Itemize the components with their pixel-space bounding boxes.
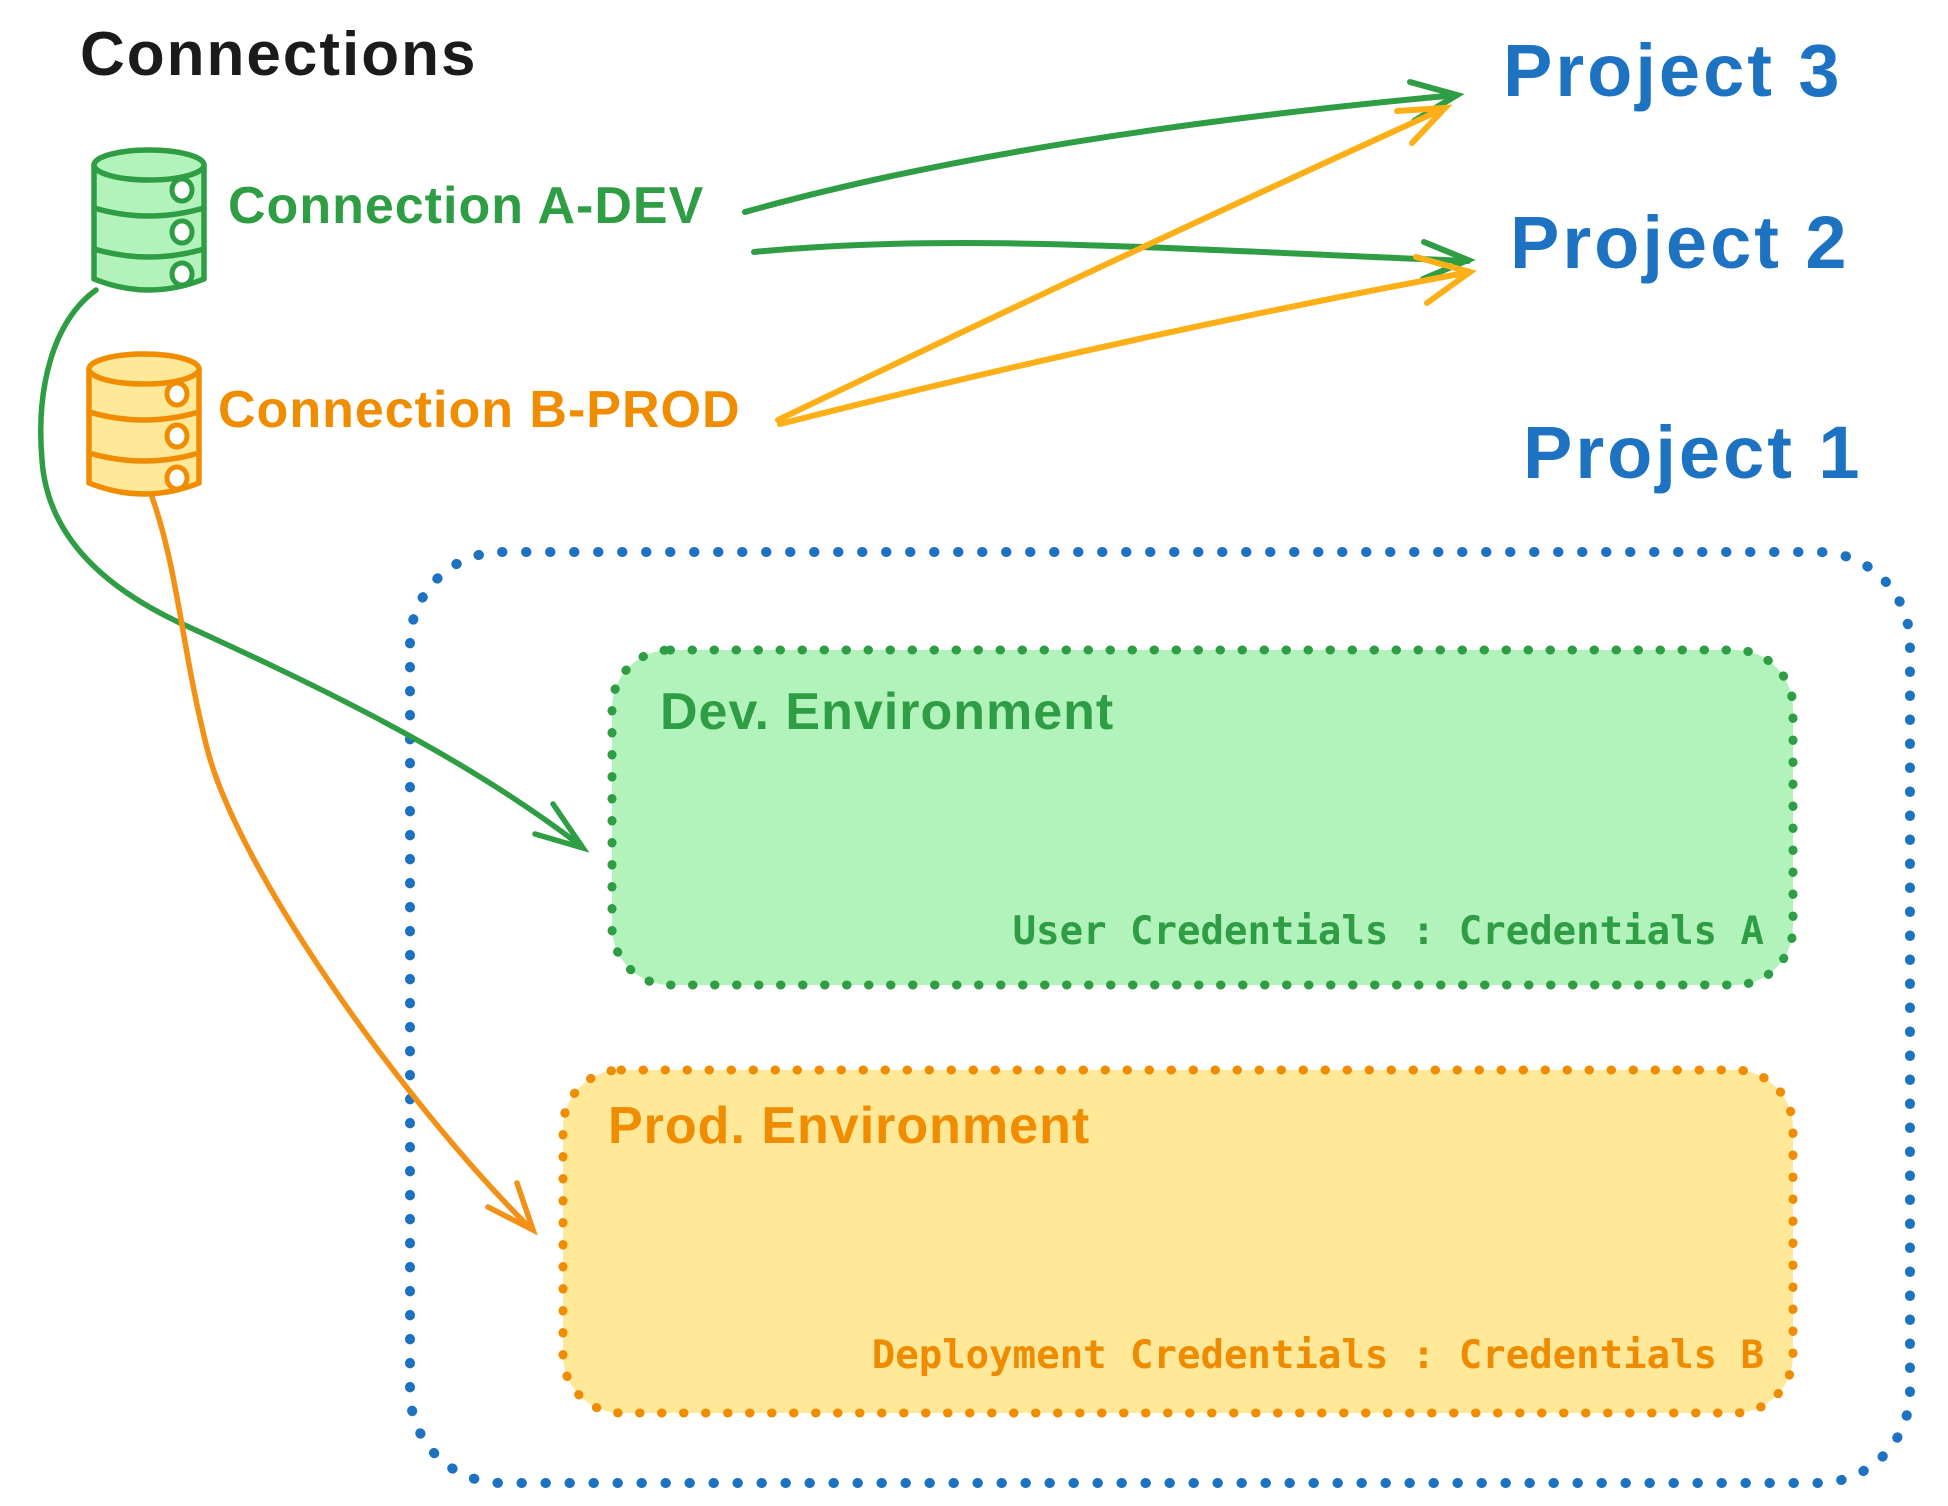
arrow-bprod-prodenv [149, 494, 538, 1236]
dev-environment-credentials: User Credentials : Credentials A [1012, 909, 1764, 954]
connection-a-dev-label: Connection A-DEV [228, 177, 705, 235]
project-2-label: Project 2 [1510, 201, 1850, 284]
arrow-adev-project3 [742, 79, 1465, 215]
database-icon [91, 147, 207, 293]
prod-environment-box [558, 1065, 1798, 1418]
arrow-adev-project2 [751, 239, 1476, 282]
arrow-bprod-project3 [775, 104, 1453, 423]
prod-environment-title: Prod. Environment [608, 1097, 1091, 1155]
prod-environment-credentials: Deployment Credentials : Credentials B [871, 1333, 1764, 1378]
diagram-title: Connections [80, 20, 478, 89]
project-3-label: Project 3 [1503, 29, 1843, 112]
connection-b-prod-label: Connection B-PROD [218, 381, 741, 439]
dev-environment-box [607, 645, 1798, 990]
project-1-label: Project 1 [1523, 411, 1863, 494]
arrow-adev-devenv [38, 287, 590, 853]
dev-environment-title: Dev. Environment [660, 683, 1115, 741]
database-icon [86, 351, 202, 497]
arrow-bprod-project2 [777, 254, 1477, 427]
